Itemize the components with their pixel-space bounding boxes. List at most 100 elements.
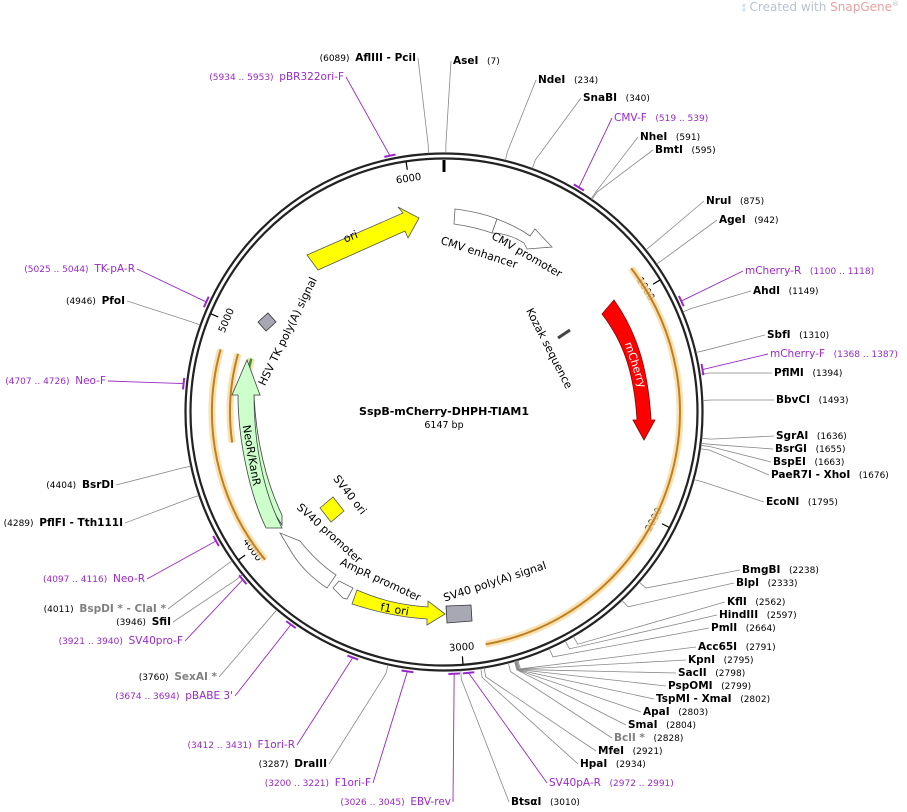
site-acc65i[interactable]: Acc65I (2791) xyxy=(698,641,776,653)
site-nrui[interactable]: NruI (875) xyxy=(706,195,764,207)
site-sgrai[interactable]: SgrAI (1636) xyxy=(776,430,847,442)
primer-label: SV40pA-R (2972 .. 2991) xyxy=(549,777,674,789)
site-econi[interactable]: EcoNI (1795) xyxy=(766,496,838,508)
site-pflfi[interactable]: (4289) PflFI - Tth111I xyxy=(4,517,123,529)
site-label-part xyxy=(715,656,724,666)
kozak-feature[interactable] xyxy=(557,328,571,340)
site-apai[interactable]: ApaI (2803) xyxy=(643,706,708,718)
site-label-part: PflMI xyxy=(774,367,804,379)
sv40-promoter-feature[interactable] xyxy=(279,532,337,589)
site-label-part: AgeI xyxy=(719,214,746,226)
tick-mark xyxy=(661,523,670,528)
site-label-part xyxy=(541,798,550,808)
primer-label-part: (1368 .. 1387) xyxy=(834,350,898,360)
site-bcli[interactable]: BclI * (2828) xyxy=(614,732,683,744)
site-afliii[interactable]: (6089) AflIII - PciI xyxy=(320,52,416,64)
site-pspomi[interactable]: PspOMI (2799) xyxy=(668,680,751,692)
site-paer7i[interactable]: PaeR7I - XhoI (1676) xyxy=(771,469,889,481)
watermark-suffix: ® xyxy=(892,0,899,8)
site-bsrdi[interactable]: (4404) BsrDI xyxy=(46,479,114,491)
primer-mark xyxy=(573,183,585,192)
primer-ebvrev[interactable]: (3026 .. 3045) EBV-rev xyxy=(340,672,460,808)
site-label-part: (4946) xyxy=(66,297,96,307)
sv40-polya-feature[interactable] xyxy=(445,604,473,624)
primer-tkpar[interactable]: (5025 .. 5044) TK-pA-R xyxy=(24,263,210,308)
site-bmti[interactable]: BmtI (595) xyxy=(655,144,716,156)
site-label: NheI (591) xyxy=(640,131,700,143)
site-leader-line xyxy=(515,660,667,687)
site-leader-line xyxy=(700,444,772,463)
primer-cmvf[interactable]: CMV-F (519 .. 539) xyxy=(573,112,708,192)
primer-label: CMV-F (519 .. 539) xyxy=(614,112,708,124)
sv40-ori-feature[interactable] xyxy=(319,496,345,523)
orf-arc-mcherry[interactable] xyxy=(485,267,681,646)
f1-ori-feature[interactable] xyxy=(351,589,446,626)
site-hindiii[interactable]: HindIII (2597) xyxy=(719,609,797,621)
site-sbfi[interactable]: SbfI (1310) xyxy=(767,329,829,341)
primer-neof[interactable]: (4707 .. 4726) Neo-F xyxy=(5,375,186,390)
site-snabi[interactable]: SnaBI (340) xyxy=(583,92,650,104)
mcherry-feature[interactable] xyxy=(601,299,656,441)
primer-mcherryr[interactable]: mCherry-R (1100 .. 1118) xyxy=(678,265,874,307)
site-label-part: KflI xyxy=(727,596,747,608)
primer-f1orif[interactable]: (3200 .. 3221) F1ori-F xyxy=(265,669,414,789)
site-ahdi[interactable]: AhdI (1149) xyxy=(753,285,819,297)
primer-f1orir[interactable]: (3412 .. 3431) F1ori-R xyxy=(188,654,359,751)
site-label-part xyxy=(780,566,789,576)
primer-pbabe3[interactable]: (3674 .. 3694) pBABE 3' xyxy=(115,620,297,702)
site-label-part xyxy=(617,94,626,104)
site-label-part: PciI xyxy=(395,52,416,64)
primer-label-part: (3200 .. 3221) xyxy=(265,779,329,789)
site-leader-line xyxy=(590,136,639,200)
site-draiii[interactable]: (3287) DraIII xyxy=(259,758,327,770)
site-pmli[interactable]: PmlI (2664) xyxy=(711,622,776,634)
primer-sites: (5934 .. 5953) pBR322ori-F CMV-F (519 .. … xyxy=(5,71,898,808)
site-label-part: (2934) xyxy=(616,760,646,770)
hsv-tk-polya-feature[interactable] xyxy=(257,312,277,332)
primer-mcherryf[interactable]: mCherry-F (1368 .. 1387) xyxy=(700,348,898,376)
site-label-part: PmlI xyxy=(711,622,737,634)
orf-arc-neo[interactable] xyxy=(211,349,266,561)
site-btsi[interactable]: BtsαI (3010) xyxy=(511,796,580,808)
site-blpi[interactable]: BlpI (2333) xyxy=(736,577,798,589)
site-bspdi[interactable]: (4011) BspDI * - ClaI * xyxy=(44,603,167,615)
site-bsrgi[interactable]: BsrGI (1655) xyxy=(775,443,846,455)
site-asei[interactable]: AseI (7) xyxy=(453,55,500,67)
primer-label-part: Neo-R xyxy=(113,573,145,585)
site-smai[interactable]: SmaI (2804) xyxy=(628,719,696,731)
site-kfli[interactable]: KflI (2562) xyxy=(727,596,785,608)
ampr-promoter-feature[interactable] xyxy=(332,580,354,600)
site-nhei[interactable]: NheI (591) xyxy=(640,131,700,143)
primer-sv40prof[interactable]: (3921 .. 3940) SV40pro-F xyxy=(59,574,248,647)
site-tspmi[interactable]: TspMI - XmaI (2802) xyxy=(656,693,770,705)
site-leader-line xyxy=(480,668,579,765)
ori-feature[interactable] xyxy=(306,206,420,271)
primer-neor[interactable]: (4097 .. 4116) Neo-R xyxy=(43,535,220,585)
primer-pbr322orif[interactable]: (5934 .. 5953) pBR322ori-F xyxy=(209,71,396,158)
cmv-enhancer-feature[interactable] xyxy=(453,208,498,234)
site-kpni[interactable]: KpnI (2795) xyxy=(688,654,754,666)
site-hpai[interactable]: HpaI (2934) xyxy=(580,758,646,770)
site-sfii[interactable]: (3946) SfiI xyxy=(116,616,171,628)
site-pfoi[interactable]: (4946) PfoI xyxy=(66,295,125,307)
site-label-part: BsrDI xyxy=(82,479,114,491)
site-sexai[interactable]: (3760) SexAI * xyxy=(139,671,218,683)
site-label-part: NruI xyxy=(706,195,731,207)
site-bmgbi[interactable]: BmgBI (2238) xyxy=(742,564,819,576)
orf-arc-neo-inner[interactable] xyxy=(229,353,240,443)
primer-label-part xyxy=(601,779,610,789)
site-label-part: (2828) xyxy=(653,734,683,744)
site-bspei[interactable]: BspEI (1663) xyxy=(773,456,844,468)
site-pflmi[interactable]: PflMI (1394) xyxy=(774,367,842,379)
site-bbvci[interactable]: BbvCI (1493) xyxy=(776,394,849,406)
site-ndei[interactable]: NdeI (234) xyxy=(538,74,598,86)
hsv-tk-polya-label: HSV TK poly(A) signal xyxy=(256,275,320,388)
site-label: TspMI - XmaI (2802) xyxy=(656,693,770,705)
site-label-part xyxy=(478,57,487,67)
site-mfei[interactable]: MfeI (2921) xyxy=(598,745,663,757)
cmv-promoter-feature[interactable] xyxy=(491,218,553,250)
site-agei[interactable]: AgeI (942) xyxy=(719,214,778,226)
primer-sv40par[interactable]: SV40pA-R (2972 .. 2991) xyxy=(462,671,674,789)
site-sacii[interactable]: SacII (2798) xyxy=(678,667,745,679)
primer-mark xyxy=(238,574,248,585)
